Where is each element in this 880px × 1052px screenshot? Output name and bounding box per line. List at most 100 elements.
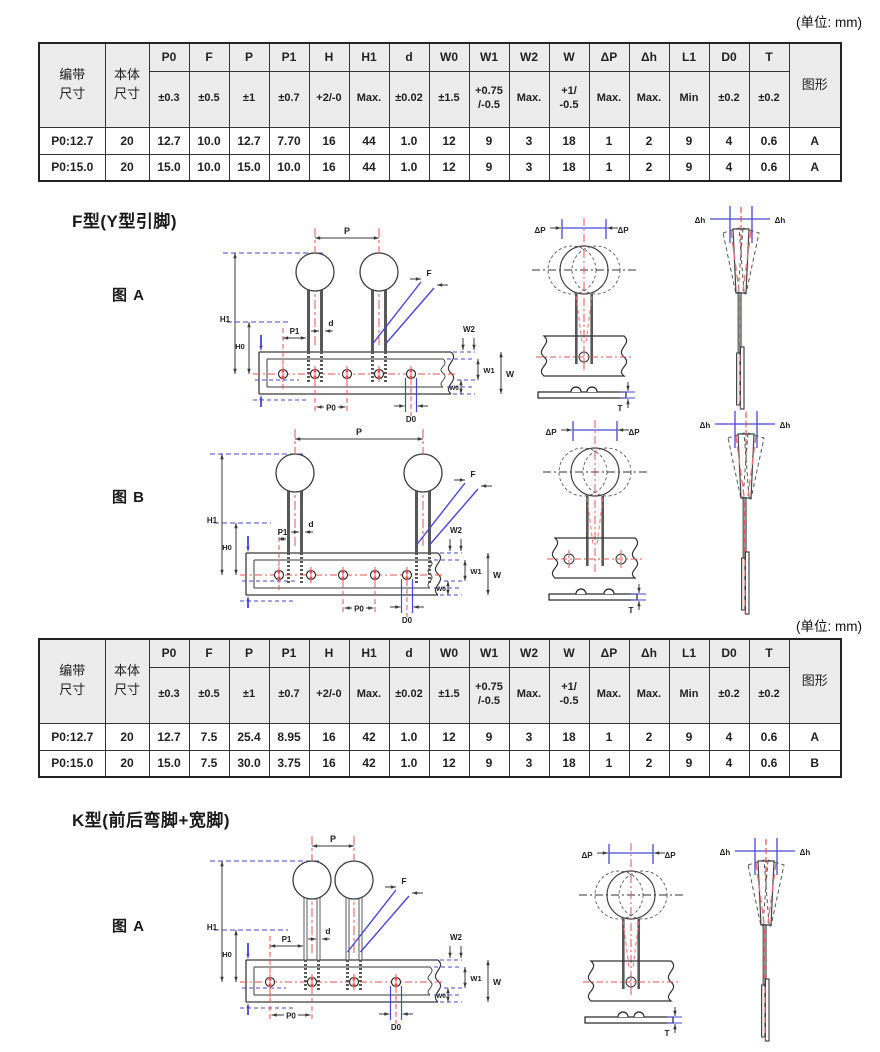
value-cell: 16 xyxy=(308,749,350,778)
value-cell: 1.0 xyxy=(388,749,430,778)
symbol-header-cell: W2 xyxy=(508,42,550,72)
value-cell: 9 xyxy=(468,126,510,155)
value-cell: 2 xyxy=(628,126,670,155)
figure-ref-cell: A xyxy=(788,153,842,182)
value-cell: 0.6 xyxy=(748,749,790,778)
value-cell: 9 xyxy=(668,126,710,155)
value-cell: 44 xyxy=(348,153,390,182)
value-cell: 1 xyxy=(588,749,630,778)
section-heading-f-type: F型(Y型引脚) xyxy=(72,212,178,231)
dim-label-h0: H0 xyxy=(222,950,232,959)
value-cell: 7.70 xyxy=(268,126,310,155)
dim-label-delta-p: ΔP xyxy=(581,851,593,860)
dim-label-t: T xyxy=(618,404,623,413)
unit-note-top: (单位: mm) xyxy=(796,15,862,30)
tolerance-cell: ±1 xyxy=(228,666,270,724)
tolerance-cell: +2/-0 xyxy=(308,70,350,128)
value-cell: 0.6 xyxy=(748,722,790,751)
tolerance-cell: Max. xyxy=(588,666,630,724)
value-cell: 16 xyxy=(308,153,350,182)
tolerance-cell: Max. xyxy=(508,666,550,724)
dim-label-delta-p: ΔP xyxy=(617,226,629,235)
tolerance-cell: ±0.5 xyxy=(188,70,230,128)
dim-label-d: d xyxy=(325,926,330,936)
symbol-header-cell: T xyxy=(748,638,790,668)
dim-label-w2: W2 xyxy=(463,325,476,334)
tolerance-cell: ±0.02 xyxy=(388,70,430,128)
symbol-header-cell: W2 xyxy=(508,638,550,668)
symbol-header-cell: H1 xyxy=(348,638,390,668)
dim-label-h1: H1 xyxy=(220,315,231,324)
value-cell: 18 xyxy=(548,722,590,751)
tolerance-cell: +1/ -0.5 xyxy=(548,666,590,724)
tape-size-cell: P0:15.0 xyxy=(38,153,106,182)
symbol-header-cell: W0 xyxy=(428,638,470,668)
symbol-header-cell: P xyxy=(228,638,270,668)
dim-label-f: F xyxy=(401,876,406,886)
tolerance-cell: ±1.5 xyxy=(428,666,470,724)
value-cell: 12.7 xyxy=(148,126,190,155)
value-cell: 44 xyxy=(348,126,390,155)
symbol-header-cell: P0 xyxy=(148,638,190,668)
tolerance-cell: Max. xyxy=(348,666,390,724)
dim-label-f: F xyxy=(470,469,475,479)
dim-label-d: d xyxy=(328,318,333,328)
figure-a-label-f: 图 A xyxy=(112,287,146,304)
symbol-header-cell: d xyxy=(388,42,430,72)
dim-label-p1: P1 xyxy=(290,327,300,336)
tolerance-cell: ±0.5 xyxy=(188,666,230,724)
value-cell: 15.0 xyxy=(148,749,190,778)
tape-size-col-header: 编带 尺寸 xyxy=(38,638,106,724)
unit-note-middle: (单位: mm) xyxy=(796,619,862,634)
value-cell: 3 xyxy=(508,722,550,751)
dim-label-delta-h: Δh xyxy=(700,421,711,430)
tolerance-cell: ±0.2 xyxy=(748,70,790,128)
dim-label-t: T xyxy=(665,1029,670,1038)
body-size-cell: 20 xyxy=(104,126,150,155)
value-cell: 12 xyxy=(428,153,470,182)
body-size-cell: 20 xyxy=(104,749,150,778)
value-cell: 2 xyxy=(628,722,670,751)
dim-label-d0: D0 xyxy=(391,1023,402,1032)
value-cell: 9 xyxy=(468,722,510,751)
dim-label-d0: D0 xyxy=(402,616,413,625)
value-cell: 0.6 xyxy=(748,126,790,155)
dim-label-p0: P0 xyxy=(286,1012,296,1021)
value-cell: 7.5 xyxy=(188,722,230,751)
value-cell: 25.4 xyxy=(228,722,270,751)
value-cell: 10.0 xyxy=(188,153,230,182)
tolerance-cell: ±0.3 xyxy=(148,666,190,724)
value-cell: 4 xyxy=(708,749,750,778)
value-cell: 2 xyxy=(628,749,670,778)
symbol-header-cell: P1 xyxy=(268,638,310,668)
tolerance-cell: ±0.02 xyxy=(388,666,430,724)
value-cell: 1.0 xyxy=(388,126,430,155)
value-cell: 3 xyxy=(508,126,550,155)
dim-label-w: W xyxy=(493,570,502,580)
body-size-cell: 20 xyxy=(104,722,150,751)
dim-label-delta-p: ΔP xyxy=(664,851,676,860)
dim-label-w1: W1 xyxy=(483,366,494,375)
delta-p-deviation-view-fig-k: ΔP ΔP T xyxy=(575,839,690,1039)
value-cell: 1 xyxy=(588,126,630,155)
symbol-header-cell: W0 xyxy=(428,42,470,72)
dim-label-delta-p: ΔP xyxy=(628,428,640,437)
value-cell: 3 xyxy=(508,749,550,778)
tolerance-cell: +0.75 /-0.5 xyxy=(468,666,510,724)
value-cell: 30.0 xyxy=(228,749,270,778)
symbol-header-cell: d xyxy=(388,638,430,668)
value-cell: 3.75 xyxy=(268,749,310,778)
dim-label-w0: W0 xyxy=(436,993,446,1000)
symbol-header-cell: W1 xyxy=(468,638,510,668)
dim-label-delta-p: ΔP xyxy=(545,428,557,437)
body-size-col-header: 本体 尺寸 xyxy=(104,42,150,128)
value-cell: 1 xyxy=(588,153,630,182)
value-cell: 8.95 xyxy=(268,722,310,751)
symbol-header-cell: P1 xyxy=(268,42,310,72)
value-cell: 1.0 xyxy=(388,153,430,182)
